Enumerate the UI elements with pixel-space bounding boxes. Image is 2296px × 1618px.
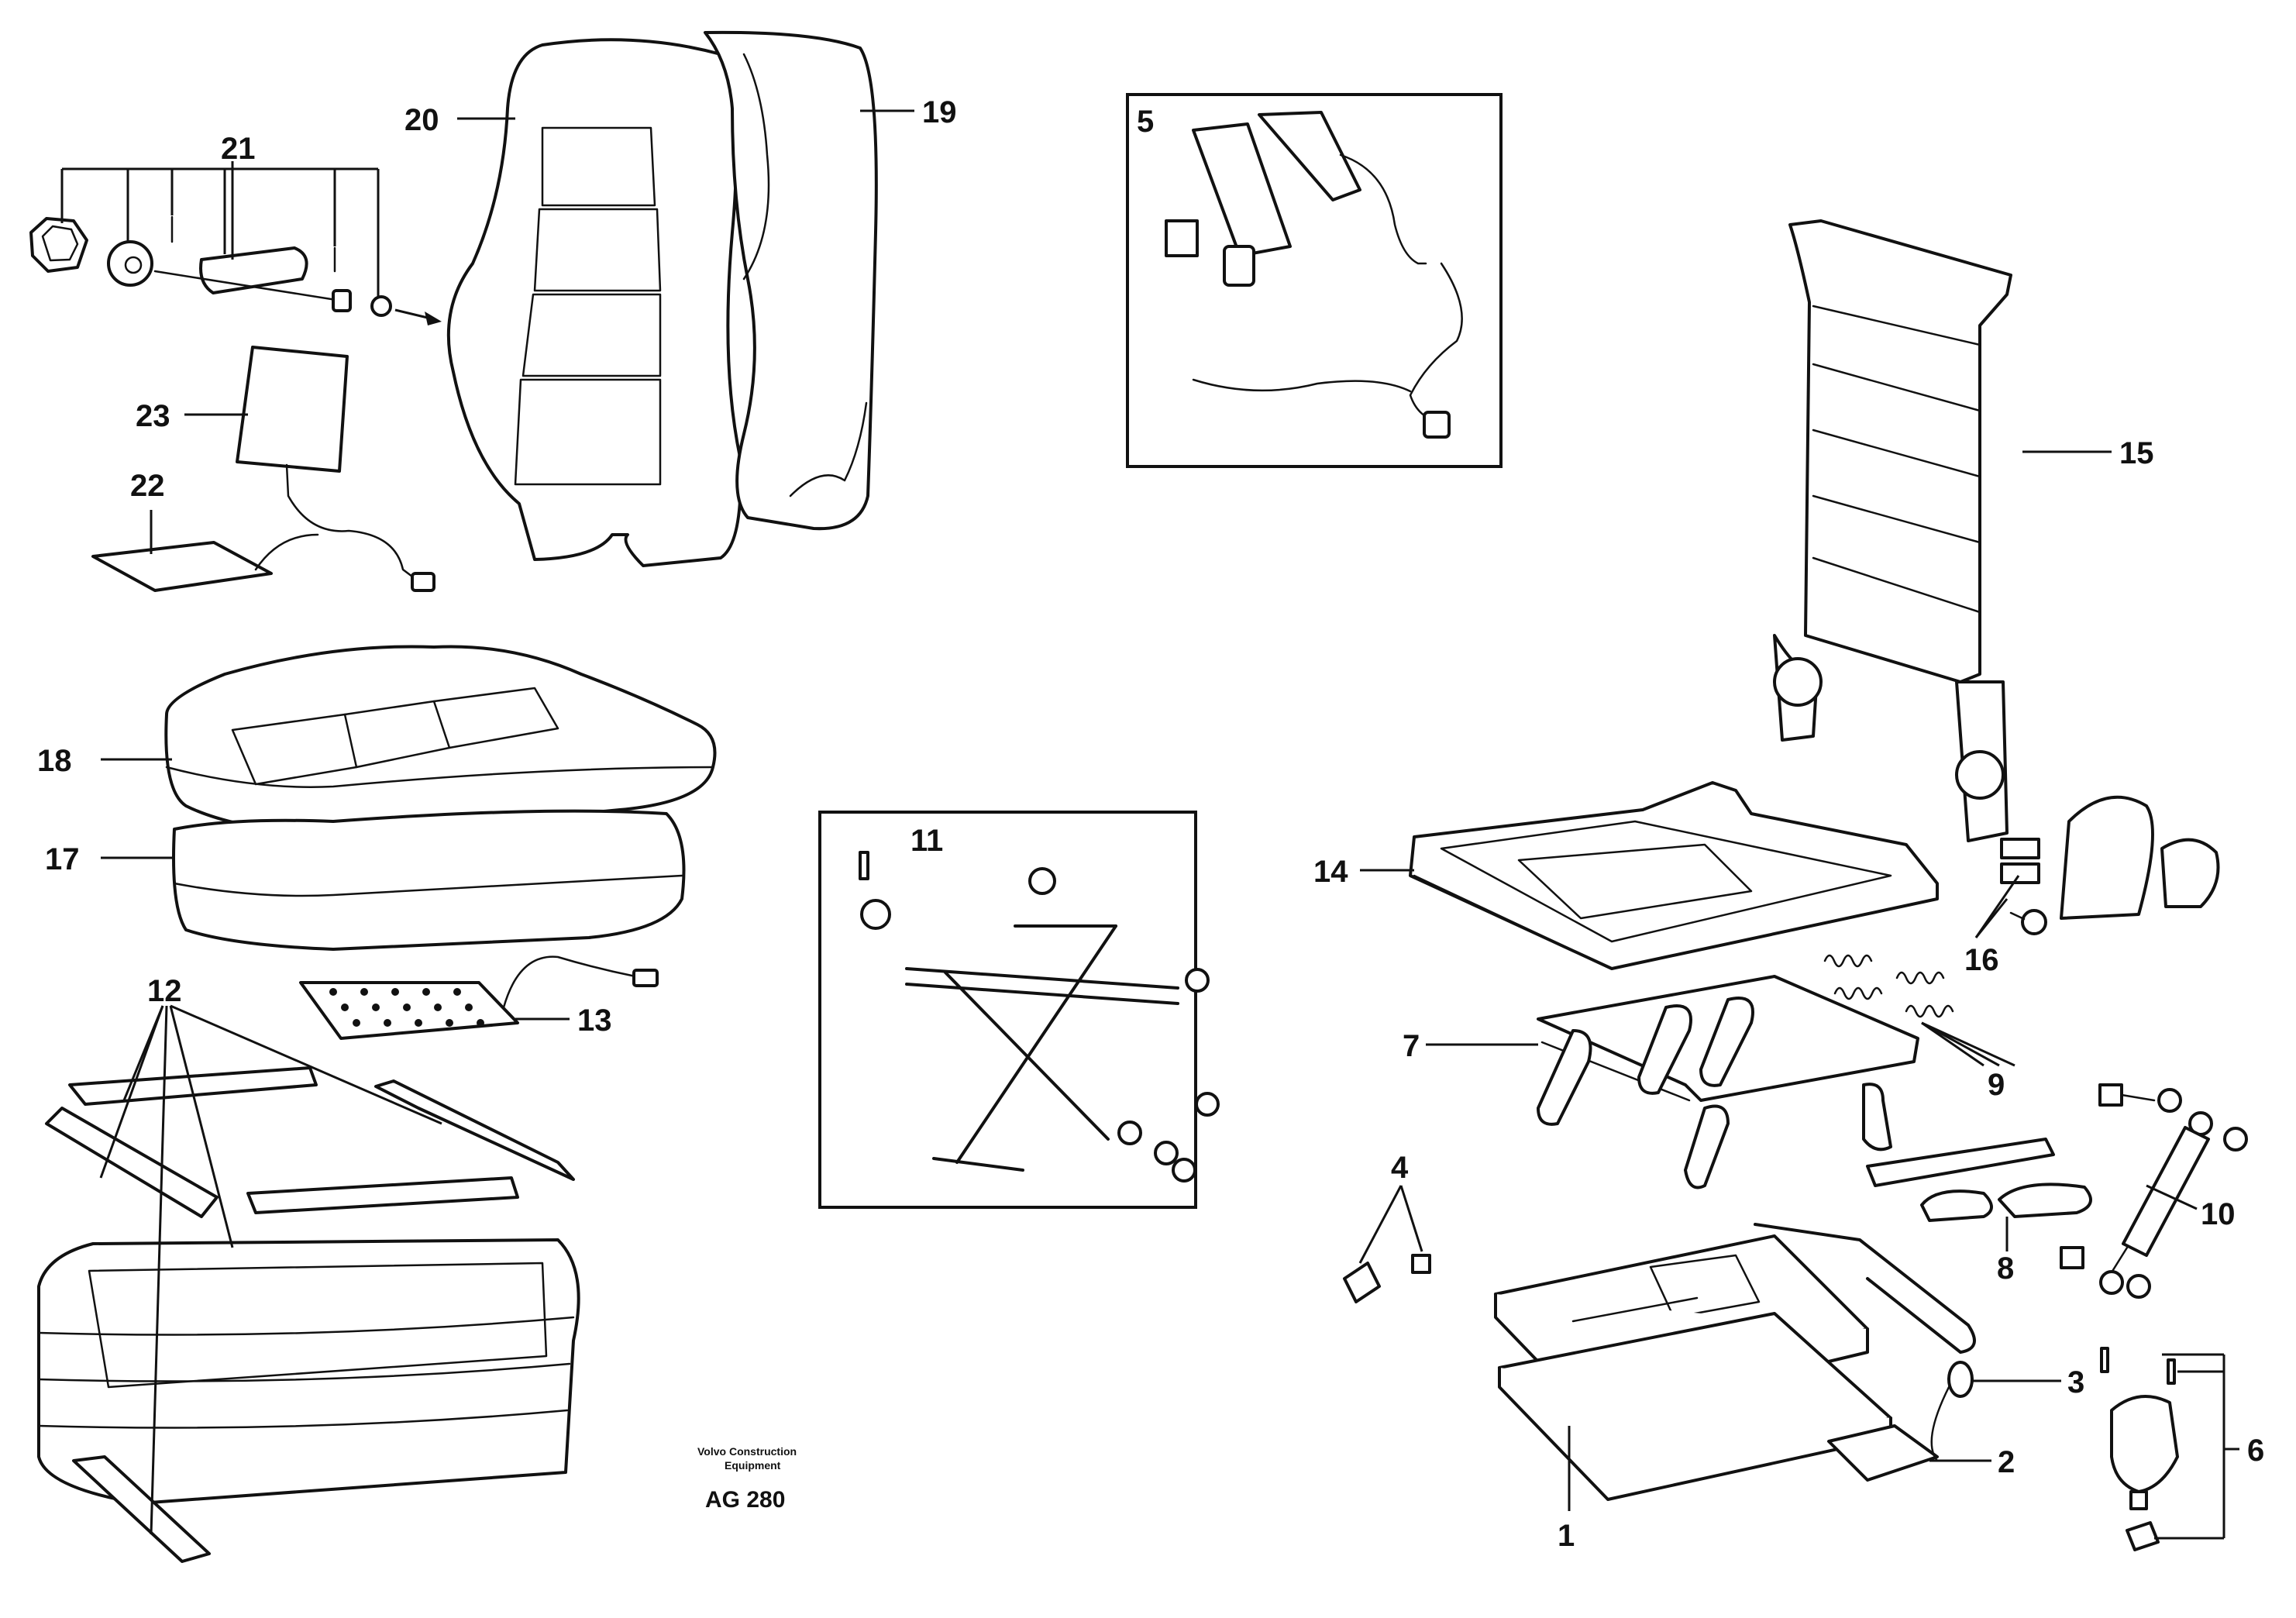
- part-18-seat-cushion: [164, 645, 717, 838]
- callout-labels: 20 19 21 5 23 15 22 18 11 17 14 12 16 13…: [37, 95, 2264, 1553]
- part-14-seat-frame: [1409, 781, 1939, 970]
- credit-line-1: Volvo Construction: [697, 1445, 797, 1458]
- label-8: 8: [1997, 1251, 2014, 1286]
- label-23: 23: [136, 399, 170, 433]
- label-2: 2: [1998, 1445, 2015, 1479]
- label-12: 12: [147, 974, 182, 1008]
- part-11-scissor-mechanism: [818, 811, 1220, 1209]
- label-22: 22: [130, 469, 165, 503]
- label-4: 4: [1391, 1151, 1409, 1185]
- label-20: 20: [404, 103, 439, 137]
- leader-lines: [101, 109, 2239, 1540]
- part-8-handle-rail: [1866, 1138, 2092, 1222]
- label-10: 10: [2201, 1197, 2236, 1231]
- label-6: 6: [2247, 1434, 2264, 1468]
- part-9-springs: [1823, 954, 2015, 1067]
- label-16: 16: [1964, 943, 1999, 977]
- part-1-base-suspension: [1494, 1223, 1976, 1501]
- label-7: 7: [1403, 1029, 1420, 1063]
- label-3: 3: [2067, 1365, 2084, 1399]
- part-21-lumbar-support: [29, 167, 442, 325]
- part-3-2-release-cable: [1930, 1361, 1974, 1462]
- label-5: 5: [1137, 105, 1154, 139]
- part-6-air-spring: [2100, 1347, 2179, 1551]
- credit-block: Volvo Construction Equipment AG 280: [697, 1445, 797, 1513]
- part-15-backrest-frame: [1773, 219, 2012, 842]
- part-16-side-covers: [2000, 795, 2220, 935]
- part-13-seat-heater: [299, 955, 659, 1040]
- drawing-code: AG 280: [705, 1487, 785, 1513]
- part-22-heating-pad-seat: [91, 533, 319, 592]
- part-20-backrest-cushion: [446, 38, 742, 567]
- label-19: 19: [922, 95, 957, 129]
- label-17: 17: [45, 842, 80, 876]
- part-17-seat-foam: [172, 809, 686, 951]
- label-13: 13: [577, 1004, 612, 1038]
- label-21: 21: [221, 132, 256, 166]
- part-12-bellows-brackets: [37, 1004, 580, 1563]
- part-4-clips: [1343, 1185, 1431, 1303]
- part-23-heating-pad-back: [236, 346, 435, 592]
- part-10-shock-absorber: [2060, 1083, 2248, 1299]
- label-15: 15: [2119, 436, 2154, 470]
- credit-line-2: Equipment: [725, 1459, 781, 1472]
- label-14: 14: [1313, 855, 1348, 889]
- label-9: 9: [1988, 1068, 2005, 1102]
- part-19-backrest-shell: [704, 30, 878, 531]
- label-18: 18: [37, 744, 72, 778]
- part-7-rail-frame: [1537, 975, 1919, 1189]
- label-1: 1: [1558, 1519, 1575, 1553]
- part-5-switch-harness: [1126, 93, 1503, 468]
- label-11: 11: [910, 824, 943, 858]
